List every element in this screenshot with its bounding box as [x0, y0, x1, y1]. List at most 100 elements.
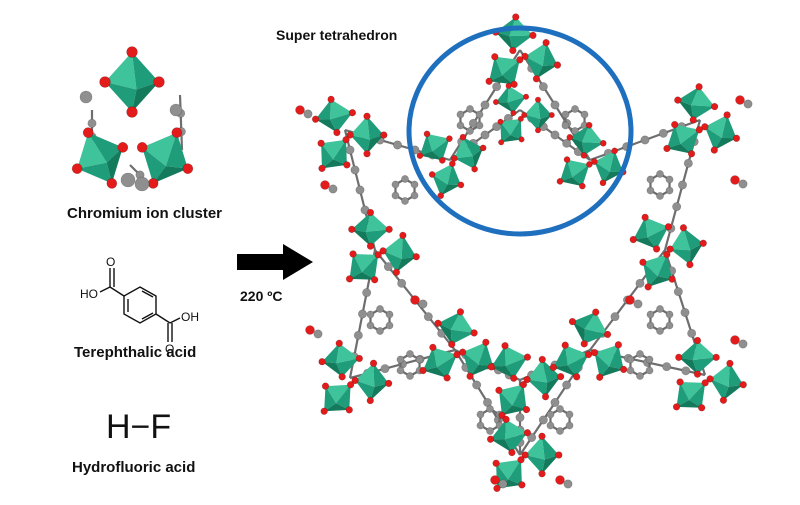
octa-face	[491, 345, 506, 367]
octa-face	[321, 143, 334, 169]
oxygen-atom	[295, 105, 305, 115]
carbon-atom	[633, 299, 643, 309]
octa-face	[508, 459, 522, 485]
octa-face	[666, 124, 681, 149]
octa-face	[355, 380, 375, 401]
carbon-atom	[415, 355, 424, 364]
octa-face	[491, 365, 514, 379]
oxygen-atom	[590, 348, 599, 357]
octa-face	[633, 237, 657, 249]
carbon-atom	[662, 362, 672, 372]
cr-octahedron	[346, 112, 388, 158]
oxygen-atom	[345, 406, 353, 414]
oxygen-atom	[366, 208, 375, 217]
oxygen-atom	[501, 342, 509, 350]
carbon-atom	[672, 202, 682, 212]
octa-face	[500, 118, 521, 135]
octa-face	[333, 139, 347, 165]
carbon-atom	[645, 366, 654, 375]
oxygen-atom	[346, 131, 354, 139]
carbon-atom	[645, 355, 654, 364]
oxygen-atom	[641, 213, 649, 221]
oxygen-atom	[652, 245, 661, 253]
oxygen-atom	[719, 396, 728, 404]
carbon-atom	[79, 90, 93, 104]
oxygen-atom	[419, 366, 427, 375]
carbon-atom	[646, 310, 655, 319]
octa-face	[710, 363, 730, 387]
octa-face	[538, 99, 552, 119]
octa-face	[542, 42, 558, 66]
carbon-atom	[646, 321, 655, 330]
oxygen-atom	[732, 134, 741, 142]
oxygen-atom	[523, 375, 531, 384]
oxygen-atom	[693, 336, 702, 345]
carbon-atom	[546, 421, 555, 430]
oxygen-atom	[693, 370, 702, 378]
oh-label: OH	[181, 310, 199, 324]
cr-octahedron	[568, 308, 612, 348]
octa-face	[728, 363, 744, 387]
cr-octahedron	[663, 120, 704, 158]
oxygen-atom	[505, 82, 512, 89]
carbon-atom	[538, 415, 548, 425]
carbon-atom	[391, 180, 400, 189]
octa-face	[581, 142, 604, 156]
oxygen-atom	[523, 429, 532, 437]
oxygen-atom	[629, 235, 637, 244]
carbon-atom	[418, 299, 428, 309]
oxygen-atom	[644, 283, 652, 291]
octa-face	[594, 150, 615, 172]
octa-face	[524, 99, 541, 119]
oxygen-atom	[333, 128, 341, 137]
octa-face	[524, 56, 543, 79]
cr-octahedron	[416, 130, 453, 164]
octa-face	[367, 135, 384, 154]
carbon-atom	[410, 180, 419, 189]
carbon-atom	[656, 192, 664, 200]
octa-face	[478, 342, 494, 367]
cr-octahedron	[71, 127, 129, 189]
oxygen-atom	[723, 111, 731, 119]
oxygen-atom	[482, 338, 490, 347]
octa-face	[538, 115, 552, 131]
oxygen-atom	[379, 247, 387, 255]
carbon-atom	[397, 278, 407, 288]
octa-face	[367, 116, 384, 140]
octa-face	[336, 384, 351, 410]
oxygen-atom	[495, 386, 503, 394]
octa-face	[495, 85, 509, 103]
oxygen-atom	[443, 374, 451, 382]
oxygen-atom	[348, 109, 357, 117]
carbon-atom	[640, 135, 650, 145]
carbon-atom	[656, 170, 664, 178]
cr-octahedron	[672, 378, 709, 412]
oxygen-atom	[509, 46, 517, 55]
bond	[178, 94, 184, 151]
octa-face	[676, 400, 702, 408]
carbon-atom	[563, 479, 573, 489]
oxygen-atom	[663, 250, 671, 259]
oxygen-atom	[399, 231, 407, 240]
oxygen-atom	[730, 335, 740, 345]
oxygen-atom	[318, 164, 326, 173]
oxygen-atom	[596, 373, 604, 381]
oxygen-atom	[592, 308, 600, 316]
oxygen-atom	[487, 363, 495, 371]
carbon-atom	[357, 309, 367, 319]
oxygen-atom	[366, 242, 375, 250]
carbon-atom	[476, 410, 485, 419]
octa-face	[691, 105, 715, 120]
oxygen-atom	[486, 435, 495, 443]
carbon-atom	[550, 130, 560, 140]
carbon-atom	[550, 100, 560, 110]
octa-face	[324, 386, 337, 412]
carbon-atom	[480, 100, 490, 110]
octa-face	[440, 184, 461, 196]
octa-face	[438, 311, 461, 330]
octa-face	[609, 344, 624, 370]
octa-face	[677, 86, 700, 106]
octa-face	[567, 354, 589, 377]
carbon-atom	[328, 184, 338, 194]
octa-face	[165, 132, 188, 169]
